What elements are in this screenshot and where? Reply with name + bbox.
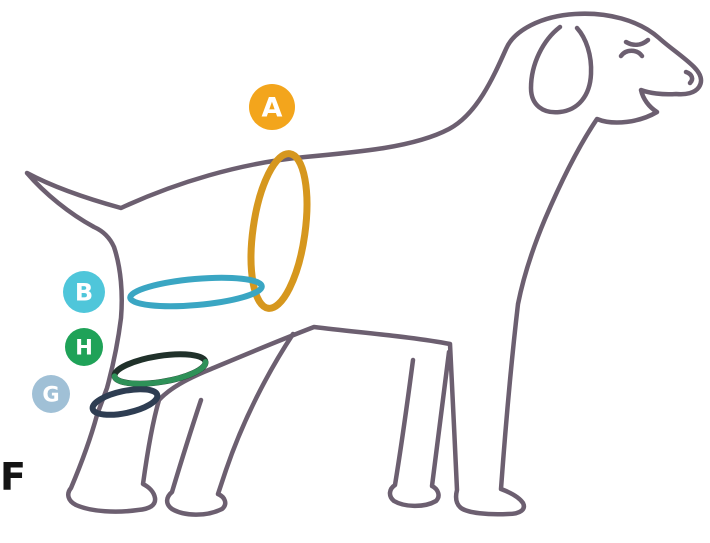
marker-badges: A B H G F [0,84,295,499]
dog-eye [618,48,645,59]
badge-b-label: B [75,279,93,307]
dog-body-outline [24,11,704,517]
measurement-rings [89,150,311,418]
marker-f-label: F [0,455,26,499]
marker-h: H [65,328,103,366]
marker-a: A [249,84,295,130]
badge-g-circle [32,375,70,413]
ring-a-girth [247,150,311,312]
dog-nostril [683,69,695,86]
badge-h-label: H [75,336,93,360]
marker-b: B [63,271,105,313]
dog-far-front-leg [387,349,452,509]
badge-a-circle [249,84,295,130]
badge-h-circle [65,328,103,366]
dog-outline-group [24,11,704,517]
dog-ear [528,24,594,115]
ring-h-mid-leg-green [111,351,209,387]
badge-b-circle [63,271,105,313]
dog-far-hind-leg [164,331,296,517]
dog-brow [623,37,651,47]
ring-b-upper-thigh [127,274,265,310]
marker-g: G [32,375,70,413]
badge-a-label: A [262,93,283,124]
ring-g-hock [89,386,161,418]
badge-g-label: G [42,383,59,407]
